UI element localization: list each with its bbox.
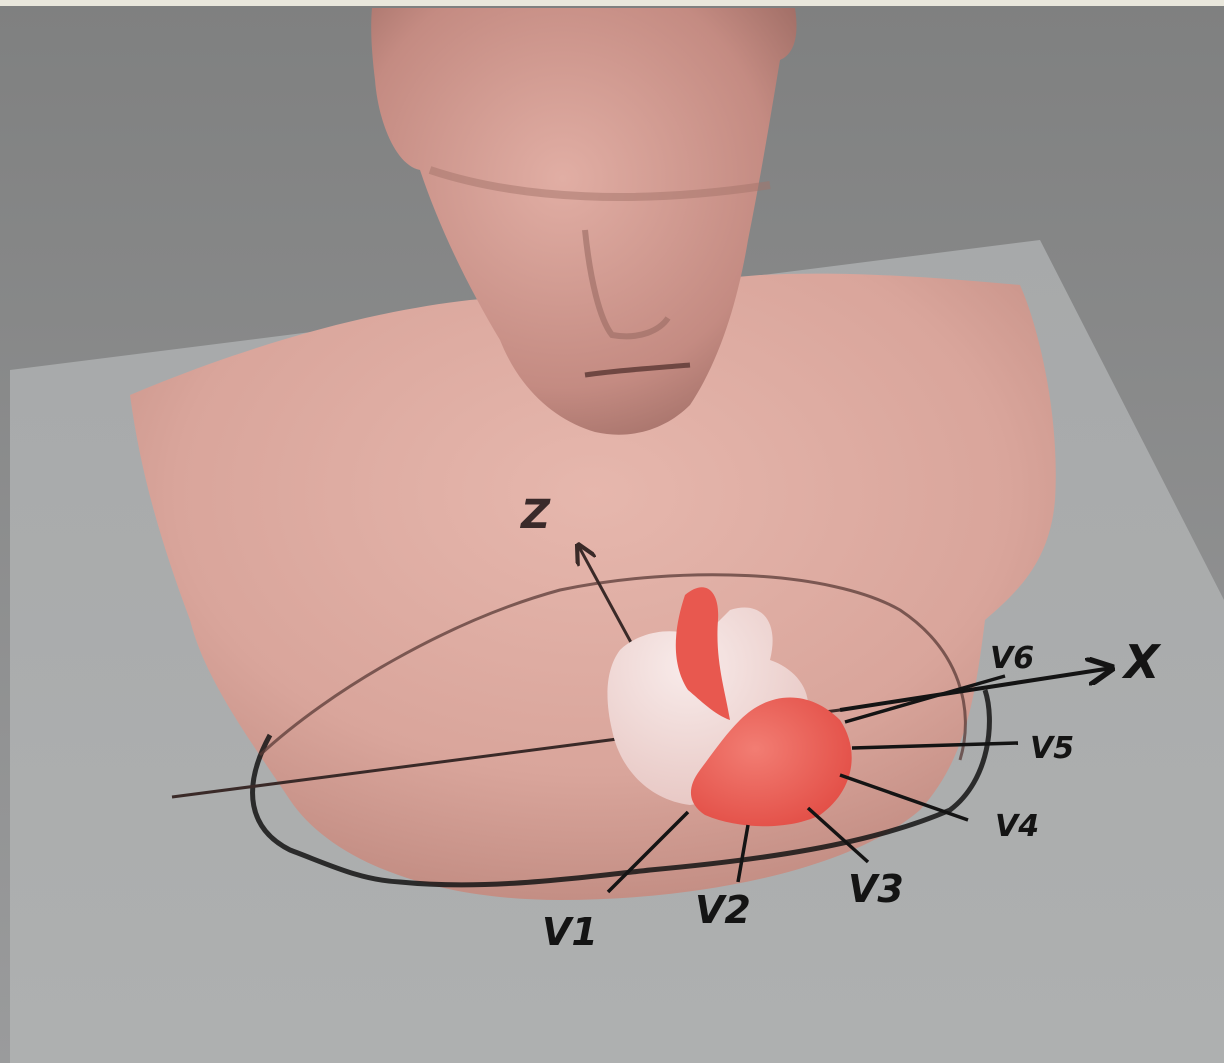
lead-label-v3: V3 [848, 867, 904, 911]
x-axis-label: X [1121, 635, 1162, 689]
top-border [0, 0, 1224, 6]
lead-label-v4: V4 [995, 809, 1039, 844]
lead-label-v1: V1 [542, 910, 598, 954]
z-axis-label: Z [519, 492, 551, 538]
lead-label-v2: V2 [695, 888, 751, 932]
lead-label-v5: V5 [1030, 731, 1074, 766]
lead-label-v6: V6 [990, 641, 1034, 676]
